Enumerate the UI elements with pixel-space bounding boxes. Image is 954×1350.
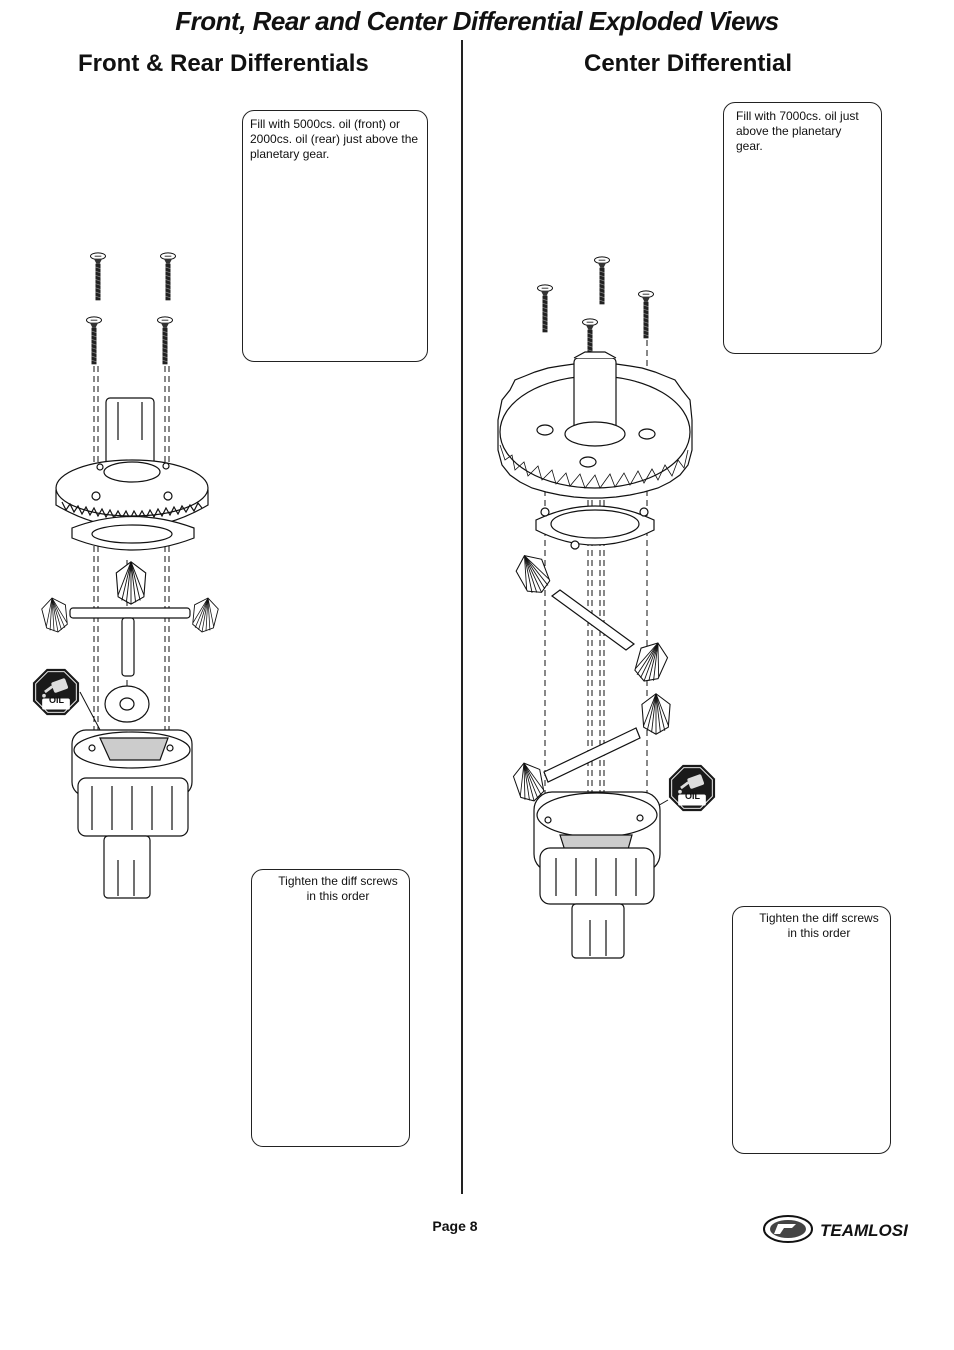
center-heading: Center Differential xyxy=(584,50,793,77)
front-oil-note: Fill with 5000cs. oil (front) or 2000cs.… xyxy=(250,117,419,161)
center-spur-gear xyxy=(497,351,693,550)
brand-logo-text: TEAMLOSI xyxy=(820,1221,909,1240)
oil-icon xyxy=(668,764,716,812)
front-rear-ring-gear xyxy=(55,397,209,551)
center-oil-fill-inset: Fill with 7000cs. oil just above the pla… xyxy=(723,102,882,354)
front-tighten-inset: Tighten the diff screws in this order xyxy=(251,869,410,1147)
oil-badge-label: OIL xyxy=(685,791,701,801)
center-diff-case xyxy=(533,791,661,959)
center-tighten-note: Tighten the diff screws in this order xyxy=(759,911,879,940)
column-divider xyxy=(461,40,463,1194)
center-screws xyxy=(536,256,655,367)
center-tighten-inset: Tighten the diff screws in this order xyxy=(732,906,891,1154)
oil-icon xyxy=(32,668,80,716)
front-rear-gears xyxy=(39,561,221,723)
page-number: Page 8 xyxy=(432,1218,478,1234)
center-oil-note: Fill with 7000cs. oil just above the pla… xyxy=(736,109,859,153)
page-title: Front, Rear and Center Differential Expl… xyxy=(175,6,779,36)
oil-badge-label: OIL xyxy=(49,695,65,705)
center-gears xyxy=(510,549,672,805)
brand-logo: TEAMLOSI xyxy=(763,1215,909,1243)
front-tighten-note: Tighten the diff screws in this order xyxy=(278,874,398,903)
front-rear-screws xyxy=(85,252,177,365)
front-rear-heading: Front & Rear Differentials xyxy=(78,50,369,77)
front-rear-diff-case xyxy=(71,729,193,899)
front-oil-fill-inset: Fill with 5000cs. oil (front) or 2000cs.… xyxy=(242,110,428,362)
